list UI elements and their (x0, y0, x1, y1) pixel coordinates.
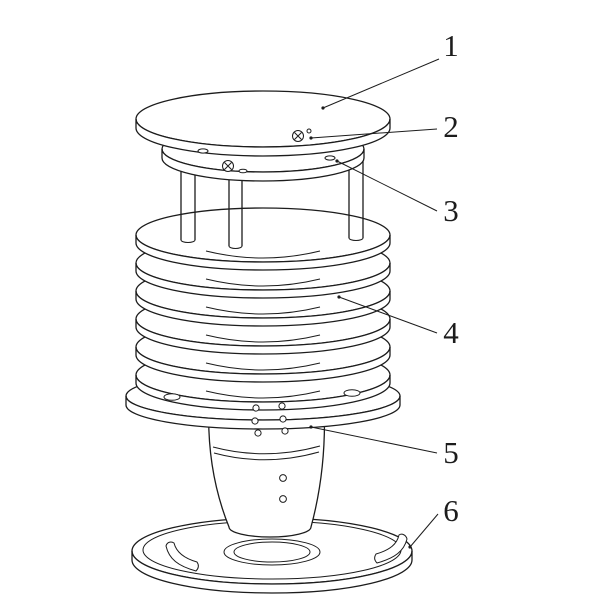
top-cap (135, 90, 391, 182)
leader-3 (335, 159, 438, 212)
cone-vent-holes (251, 402, 289, 503)
vent-hole-lower (279, 474, 287, 482)
cone-seam-upper (212, 445, 321, 455)
callout-labels: 1 2 3 4 5 6 (443, 28, 459, 528)
leader-4 (337, 295, 438, 334)
vent-hole (251, 417, 259, 425)
louver-rim (135, 234, 391, 271)
louver-stack (135, 207, 391, 411)
louver-inner-arc (205, 278, 321, 287)
base-center-hole (233, 541, 311, 563)
leader-line (310, 426, 438, 454)
base-slot-right (374, 533, 408, 564)
cap-top-disc-rim (135, 118, 391, 157)
leader-line (322, 58, 440, 109)
louver-inner-arc (205, 334, 321, 343)
plate-hole-left (163, 393, 181, 401)
leader-endpoint (309, 136, 313, 140)
leader-endpoint (335, 159, 339, 163)
post-foot (348, 237, 364, 241)
louver-rim (135, 262, 391, 299)
louver-inner-arc (205, 390, 321, 399)
callout-label-6: 6 (443, 493, 459, 528)
cap-oval-hole (238, 168, 248, 174)
screw-cross-slot (224, 162, 232, 170)
screw-cross-slot (294, 132, 302, 140)
base-mounting-flange (131, 517, 413, 594)
louver-rim (135, 290, 391, 327)
callout-label-5: 5 (443, 435, 459, 470)
leader-lines (309, 58, 440, 549)
leader-1 (321, 58, 440, 110)
post-foot (228, 245, 243, 249)
cap-oval-hole (197, 148, 209, 154)
louver-inner-arc (205, 362, 321, 371)
callout-label-1: 1 (443, 28, 459, 63)
leader-endpoint (309, 425, 313, 429)
cap-screw-left (222, 160, 234, 172)
cap-screw-right (292, 128, 312, 142)
base-center-boss (223, 538, 321, 566)
screw-pin (306, 128, 312, 134)
callout-label-3: 3 (443, 193, 459, 228)
vent-hole-lower (279, 495, 287, 503)
support-cone (208, 401, 326, 538)
leader-endpoint (337, 295, 341, 299)
vent-hole (281, 427, 289, 435)
vent-hole (254, 429, 262, 437)
louver-plate (135, 207, 391, 271)
cone-seam-lower (213, 451, 320, 461)
leader-endpoint (321, 106, 325, 110)
leader-endpoint (408, 545, 412, 549)
cone-body (208, 401, 326, 538)
louver-inner-arc (205, 306, 321, 315)
leader-2 (309, 128, 438, 140)
bottom-plate-holes (163, 389, 361, 401)
post-foot (180, 239, 196, 243)
callout-label-2: 2 (443, 109, 459, 144)
leader-line (310, 128, 438, 139)
louver-rim (135, 374, 391, 411)
post-middle (228, 170, 243, 249)
vent-hole (279, 415, 287, 423)
louver-rim (135, 346, 391, 383)
callout-label-4: 4 (443, 315, 459, 350)
louver-rim (135, 318, 391, 355)
vent-hole (278, 402, 286, 410)
leader-line (409, 513, 439, 548)
cap-lower-plate-rim (161, 148, 365, 182)
vent-hole (252, 404, 260, 412)
louver-inner-arc (205, 250, 321, 259)
cap-oval-hole (324, 155, 336, 161)
leader-line (336, 160, 438, 212)
base-rim-thickness (131, 550, 413, 594)
plate-hole-right (343, 389, 361, 397)
bottom-plate-rim (125, 395, 401, 430)
base-slot-left (165, 541, 199, 572)
leader-6 (408, 513, 439, 549)
leader-5 (309, 425, 438, 454)
leader-line (338, 296, 438, 334)
post-sides (228, 170, 243, 246)
